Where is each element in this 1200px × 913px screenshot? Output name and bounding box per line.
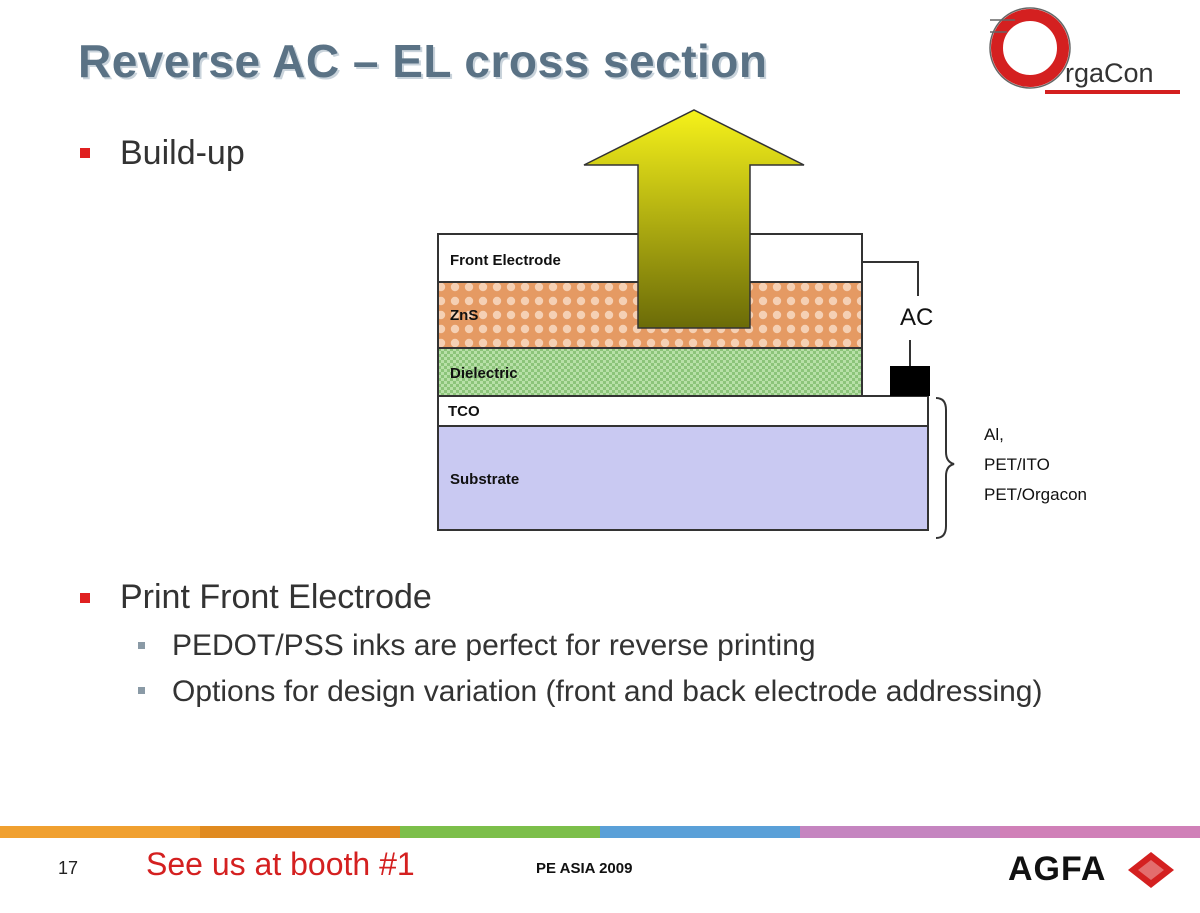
light-emission-arrow-icon: [583, 109, 805, 329]
footer-bar-segment: [400, 826, 600, 838]
label-dielectric: Dielectric: [450, 365, 518, 382]
footer-color-bar: [0, 826, 1200, 838]
sub-bullet-marker: [138, 642, 145, 649]
sub-bullet-marker: [138, 687, 145, 694]
layer-dielectric: [437, 347, 863, 397]
orgacon-logo: rgaCon: [989, 7, 1180, 94]
label-zns: ZnS: [450, 307, 478, 324]
bullet-marker: [80, 148, 90, 158]
slide-title: Reverse AC – EL cross section: [78, 35, 768, 87]
event-name: PE ASIA 2009: [536, 860, 633, 877]
label-tco: TCO: [448, 403, 480, 420]
ac-wire-top: [862, 261, 919, 296]
bullet-build-up: Build-up: [120, 134, 245, 172]
substrate-option-pet-orgacon: PET/Orgacon: [984, 485, 1087, 504]
footer-bar-segment: [0, 826, 200, 838]
label-substrate: Substrate: [450, 471, 519, 488]
substrate-option-al: Al,: [984, 425, 1004, 444]
back-contact-pad: [890, 366, 930, 396]
layer-substrate: [437, 425, 929, 531]
layer-tco: [437, 395, 929, 427]
el-cross-section-diagram: Front Electrode ZnS Dielectric TCO Subst…: [437, 109, 1087, 539]
substrate-brace: [935, 397, 955, 539]
bullet-print-front-electrode: Print Front Electrode: [120, 578, 432, 616]
ac-label: AC: [900, 304, 933, 331]
footer-bar-segment: [600, 826, 800, 838]
sub-bullet-pedot: PEDOT/PSS inks are perfect for reverse p…: [172, 629, 816, 662]
footer-bar-segment: [1000, 826, 1200, 838]
agfa-rhombus-icon: [1128, 852, 1174, 888]
footer-bar-segment: [200, 826, 400, 838]
bullet-marker: [80, 593, 90, 603]
logo-text: rgaCon: [1065, 58, 1154, 88]
logo-ring-icon: [991, 9, 1069, 87]
label-front-electrode: Front Electrode: [450, 252, 561, 269]
substrate-option-pet-ito: PET/ITO: [984, 455, 1050, 474]
agfa-brand: AGFA: [1008, 850, 1107, 888]
footer-bar-segment: [800, 826, 1000, 838]
slide-number: 17: [58, 858, 79, 878]
booth-text: See us at booth #1: [146, 846, 415, 882]
sub-bullet-design-variation: Options for design variation (front and …: [172, 675, 1043, 708]
